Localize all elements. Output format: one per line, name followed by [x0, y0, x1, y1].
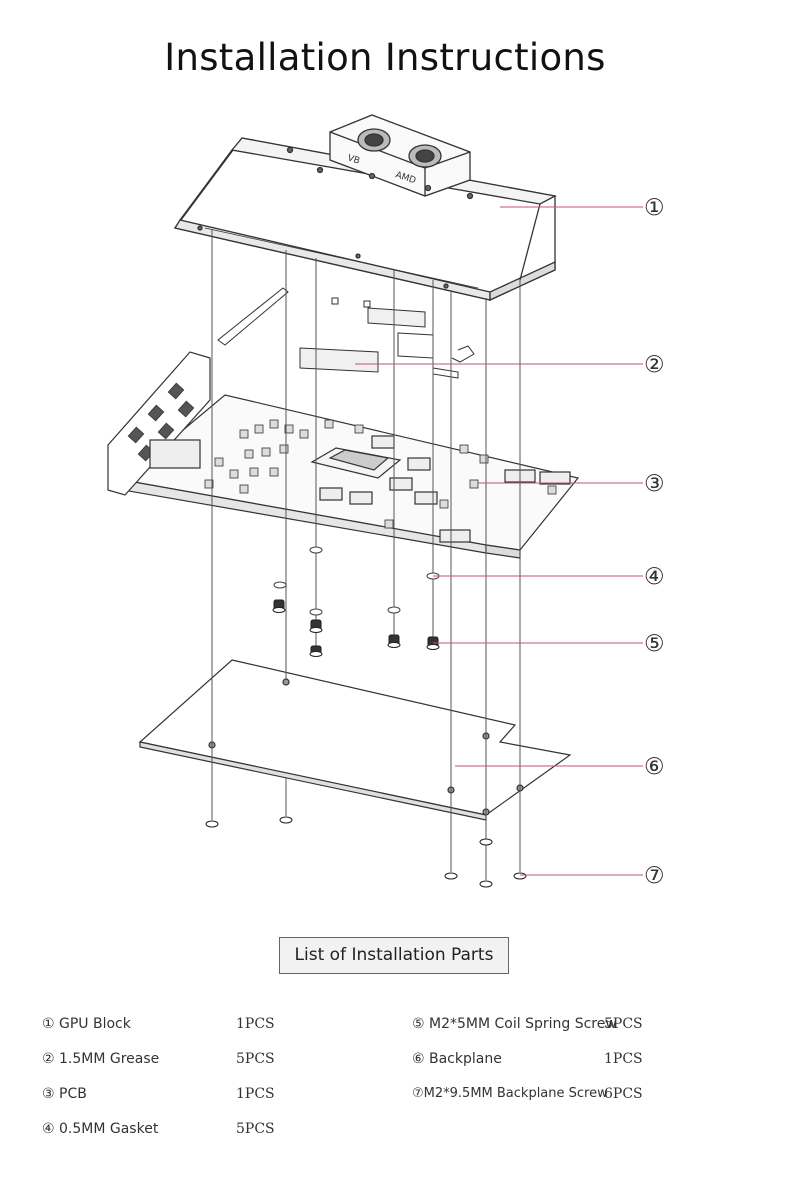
exploded-assembly-diagram: VB AMD: [107, 114, 665, 889]
callout-5: ⑤: [644, 631, 665, 657]
gpu-block-illustration: [173, 114, 557, 302]
part-qty-gasket: 5PCS: [236, 1121, 275, 1137]
part-qty-backplane-screw: 6PCS: [604, 1086, 643, 1102]
gasket-washers: [273, 546, 440, 616]
callout-2: ②: [644, 352, 665, 378]
part-label-gpu-block: ① GPU Block: [42, 1016, 131, 1032]
coil-spring-screws: [272, 599, 440, 657]
part-qty-gpu-block: 1PCS: [236, 1016, 275, 1032]
assembly-guide-lines: [211, 230, 521, 880]
part-label-grease: ② 1.5MM Grease: [42, 1051, 160, 1067]
part-label-pcb: ③ PCB: [42, 1086, 87, 1102]
callout-6: ⑥: [644, 754, 665, 780]
callout-3: ③: [644, 471, 665, 497]
part-label-backplane-screw: ⑦M2*9.5MM Backplane Screw: [412, 1086, 608, 1101]
part-label-gasket: ④ 0.5MM Gasket: [42, 1121, 159, 1137]
callout-1: ①: [644, 195, 665, 221]
block-label-vb: VB: [346, 153, 361, 166]
backplane-screws: [205, 816, 527, 888]
page-title: Installation Instructions: [164, 36, 606, 79]
part-qty-pcb: 1PCS: [236, 1086, 275, 1102]
part-qty-backplane: 1PCS: [604, 1051, 643, 1067]
part-label-backplane: ⑥ Backplane: [412, 1051, 502, 1067]
pcb-illustration: [107, 351, 580, 559]
part-qty-grease: 5PCS: [236, 1051, 275, 1067]
callout-4: ④: [644, 564, 665, 590]
callout-7: ⑦: [644, 863, 665, 889]
thermal-grease-pads: [217, 287, 475, 379]
callout-leader-lines: [355, 206, 643, 876]
parts-list-header: List of Installation Parts: [279, 937, 509, 974]
part-label-coil-spring-screw: ⑤ M2*5MM Coil Spring Screw: [412, 1016, 617, 1032]
part-qty-coil-spring-screw: 5PCS: [604, 1016, 643, 1032]
backplane-illustration: [138, 659, 572, 821]
